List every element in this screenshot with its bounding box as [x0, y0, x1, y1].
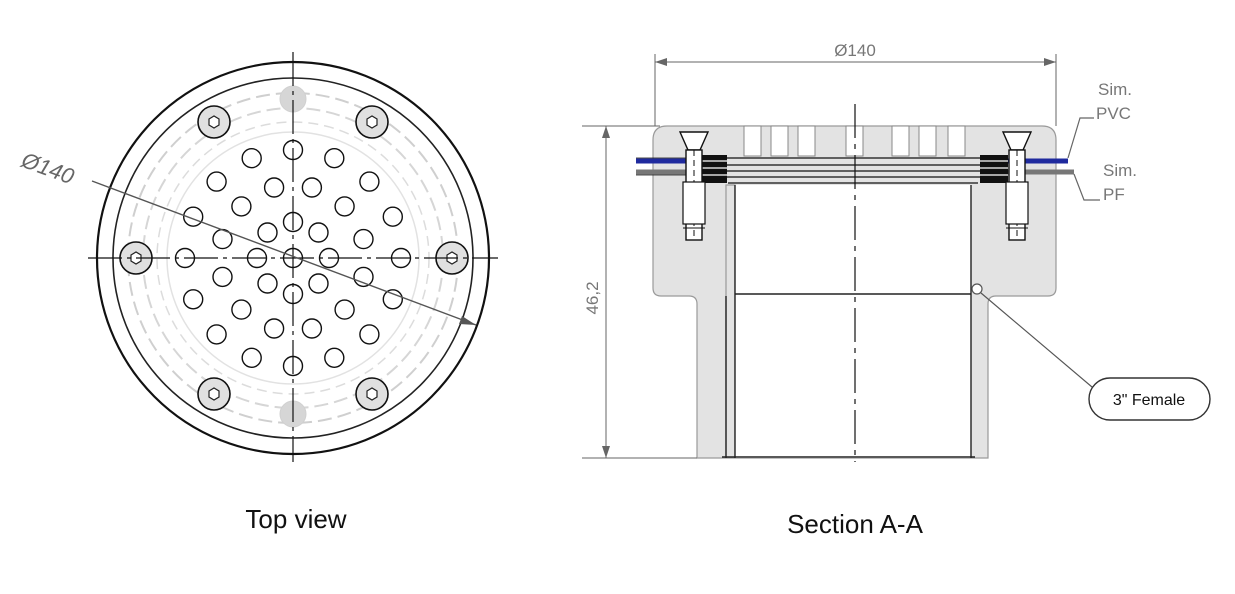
drain-hole: [263, 177, 285, 198]
grate-slot: [918, 125, 937, 157]
drain-hole: [263, 318, 285, 339]
drain-hole: [324, 347, 345, 368]
width-dim-arrow-left: [655, 58, 667, 66]
section-view: Ø140 46,2 Sim. PVC Sim. PF 3" Female Sec…: [582, 41, 1211, 539]
drain-hole: [231, 299, 252, 320]
pvc-label-line1: Sim.: [1098, 80, 1132, 99]
callout-anchor: [971, 283, 983, 295]
drain-hole: [382, 289, 403, 310]
drain-hole: [257, 222, 278, 243]
drain-hole: [324, 147, 345, 169]
section-screw-left: [678, 131, 710, 241]
height-dim-label: 46,2: [583, 281, 602, 314]
section-bore: [735, 185, 971, 458]
drain-hole: [206, 324, 227, 345]
drain-hole: [334, 299, 355, 320]
drain-hole: [301, 177, 323, 198]
drain-hole: [359, 324, 380, 345]
drain-hole: [241, 147, 262, 169]
drain-hole: [359, 171, 380, 192]
hex-socket: [208, 115, 220, 129]
top-view-diameter-line: [91, 180, 477, 326]
drain-hole: [241, 347, 262, 368]
left-gasket-stack: [699, 155, 727, 183]
top-view-screw-sockets: [130, 115, 458, 401]
width-dim-arrow-right: [1044, 58, 1056, 66]
callout-box: [1088, 377, 1211, 421]
height-dim-arrow-top: [602, 126, 610, 138]
drain-hole: [334, 196, 355, 217]
right-gasket-stack: [980, 155, 1008, 183]
section-screw-right: [1001, 131, 1033, 241]
drain-hole: [308, 222, 329, 243]
drain-hole: [353, 228, 374, 250]
pf-label-line1: Sim.: [1103, 161, 1137, 180]
hex-socket: [366, 387, 378, 401]
drain-hole: [257, 273, 278, 294]
drain-hole: [212, 266, 233, 288]
top-view: Ø140 Top view: [17, 52, 498, 534]
grate-slot: [797, 125, 816, 157]
grate-slot: [947, 125, 966, 157]
grate-slot: [891, 125, 910, 157]
hex-socket: [366, 115, 378, 129]
top-view-caption: Top view: [245, 504, 346, 534]
callout-label: 3" Female: [1113, 392, 1185, 409]
grate-slot: [770, 125, 789, 157]
width-dim-label: Ø140: [834, 41, 876, 60]
drain-hole: [182, 289, 204, 310]
hex-socket: [208, 387, 220, 401]
drain-hole: [382, 206, 403, 227]
height-dim-arrow-bottom: [602, 446, 610, 458]
top-view-diameter-arrow: [459, 316, 476, 325]
screw-nut: [682, 181, 706, 225]
pvc-leader: [1067, 117, 1094, 159]
top-view-diameter-label: Ø140: [17, 147, 78, 190]
pf-leader: [1073, 173, 1100, 201]
pf-label-line2: PF: [1103, 185, 1125, 204]
drain-hole: [308, 273, 329, 294]
callout-leader: [980, 292, 1093, 388]
drain-hole: [206, 171, 227, 192]
pvc-label-line2: PVC: [1096, 104, 1131, 123]
drain-hole: [301, 318, 323, 339]
screw-nut: [1005, 181, 1029, 225]
drain-hole: [231, 196, 252, 217]
section-grate-slots: [743, 125, 966, 157]
grate-slot: [743, 125, 762, 157]
section-clamp-layers: [700, 157, 1008, 184]
section-caption: Section A-A: [787, 509, 924, 539]
